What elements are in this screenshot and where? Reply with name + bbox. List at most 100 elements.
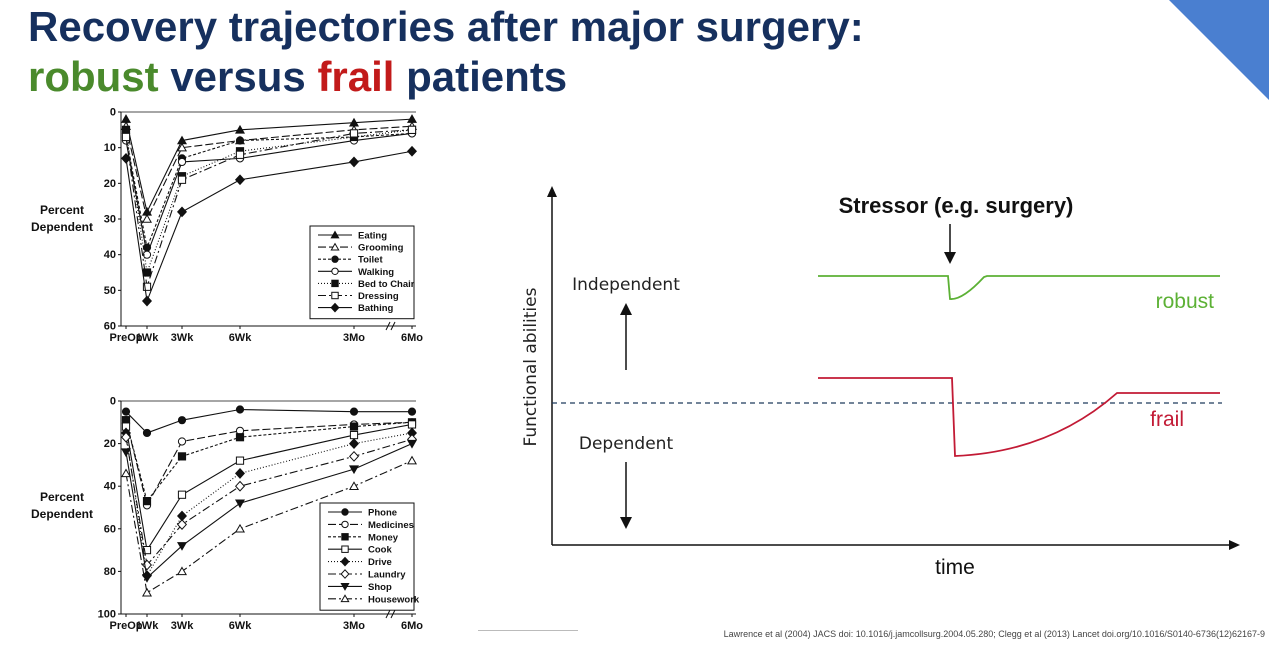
iadl-y-tick-label: 60: [104, 523, 116, 535]
iadl-series-line-cook: [125, 423, 413, 552]
adl-series-line-walking: [125, 132, 413, 257]
iadl-y-tick-label: 20: [104, 438, 116, 450]
iadl-data-point: [234, 499, 246, 509]
adl-x-tick-label: 3Wk: [171, 332, 195, 344]
adl-x-tick-label: 3Mo: [343, 332, 365, 344]
adl-data-point: [176, 206, 188, 218]
adl-series-line-bed-to-chair: [125, 129, 413, 273]
adl-data-point: [348, 156, 360, 168]
adl-y-tick-label: 10: [104, 142, 116, 154]
adl-data-point: [121, 132, 131, 142]
title-robust: robust: [28, 53, 159, 100]
y-axis-arrowhead: [547, 186, 557, 197]
stressor-annotation: Stressor (e.g. surgery): [839, 193, 1074, 218]
iadl-series-line-drive: [125, 432, 413, 578]
adl-y-tick-label: 0: [110, 107, 116, 119]
adl-x-tick-label: 6Mo: [401, 332, 423, 344]
adl-legend-label: Eating: [358, 231, 387, 242]
iadl-legend-marker: [340, 594, 350, 603]
iadl-data-point: [407, 420, 417, 429]
iadl-data-point: [177, 416, 187, 425]
iadl-y-tick-label: 0: [110, 396, 116, 408]
adl-y-tick-label: 50: [104, 285, 116, 297]
iadl-legend-label: Laundry: [368, 570, 406, 581]
x-axis-arrowhead: [1229, 540, 1240, 550]
adl-data-point: [120, 152, 132, 164]
iadl-data-point: [349, 422, 359, 431]
iadl-legend-marker: [341, 520, 349, 529]
iadl-y-axis-label: Percent: [40, 490, 84, 504]
iadl-series-line-phone: [125, 408, 412, 434]
iadl-data-point: [142, 497, 152, 506]
iadl-legend-label: Drive: [368, 557, 392, 568]
adl-y-tick-label: 60: [104, 321, 116, 333]
iadl-data-point: [177, 490, 187, 499]
adl-data-point: [142, 268, 152, 277]
adl-x-tick-label: PreOp: [109, 332, 142, 344]
iadl-legend-label: Medicines: [368, 520, 414, 531]
stressor-arrow-head: [944, 252, 956, 264]
adl-legend-label: Bed to Chair: [358, 279, 415, 290]
title-versus: versus: [158, 53, 318, 100]
adl-series-line-grooming: [125, 125, 413, 221]
adl-data-point: [177, 157, 187, 167]
adl-y-axis-label: Percent: [40, 203, 84, 217]
iadl-series-line-money: [125, 420, 413, 503]
iadl-legend-label: Cook: [368, 545, 392, 556]
iadl-data-point: [348, 450, 360, 462]
adl-legend-marker: [330, 230, 340, 239]
iadl-data-point: [142, 428, 152, 438]
iadl-data-point: [120, 448, 132, 458]
adl-data-point: [349, 129, 359, 138]
citation: Lawrence et al (2004) JACS doi: 10.1016/…: [723, 629, 1265, 639]
adl-data-point: [407, 125, 417, 134]
iadl-axis-break: [385, 609, 396, 619]
independent-label: Independent: [572, 275, 680, 295]
adl-series-line-eating: [125, 118, 413, 214]
adl-series-line-dressing: [125, 129, 413, 287]
adl-data-point: [235, 150, 245, 159]
iadl-x-tick-label: 3Mo: [343, 620, 365, 632]
iadl-data-point: [141, 574, 153, 583]
iadl-data-point: [349, 430, 359, 440]
iadl-legend-marker: [340, 569, 350, 579]
iadl-data-point: [141, 587, 153, 597]
series-line-robust: [818, 275, 1220, 300]
adl-data-point: [141, 214, 153, 223]
iadl-data-point: [235, 405, 245, 414]
iadl-data-point: [142, 546, 152, 555]
iadl-legend-label: Phone: [368, 508, 397, 519]
iadl-legend-marker: [341, 508, 349, 516]
adl-legend-label: Bathing: [358, 303, 394, 314]
series-line-frail: [818, 377, 1220, 457]
adl-legend-marker: [330, 242, 340, 251]
iadl-y-tick-label: 40: [104, 481, 116, 493]
iadl-data-point: [406, 455, 418, 465]
adl-data-point: [141, 295, 153, 307]
iadl-y-tick-label: 80: [104, 566, 116, 578]
iadl-data-point: [407, 407, 417, 416]
iadl-data-point: [234, 480, 246, 492]
iadl-data-point: [177, 437, 187, 446]
iadl-x-tick-label: 1Wk: [136, 620, 160, 632]
title-frail: frail: [317, 53, 395, 100]
dependent-label: Dependent: [579, 434, 674, 454]
adl-data-point: [177, 175, 187, 184]
citation-rule: [478, 630, 578, 631]
iadl-series-line-laundry: [125, 437, 413, 567]
iadl-data-point: [235, 456, 245, 465]
iadl-data-point: [234, 468, 246, 479]
adl-legend-label: Walking: [358, 267, 394, 278]
iadl-data-point: [348, 465, 360, 475]
adl-series-line-bathing: [125, 150, 413, 304]
iadl-data-point: [234, 523, 246, 533]
adl-legend-marker: [331, 255, 339, 263]
iadl-legend: [319, 502, 415, 611]
corner-triangle: [1169, 0, 1269, 100]
iadl-data-point: [235, 433, 245, 442]
adl-legend: [309, 225, 415, 320]
iadl-data-point: [348, 438, 360, 450]
